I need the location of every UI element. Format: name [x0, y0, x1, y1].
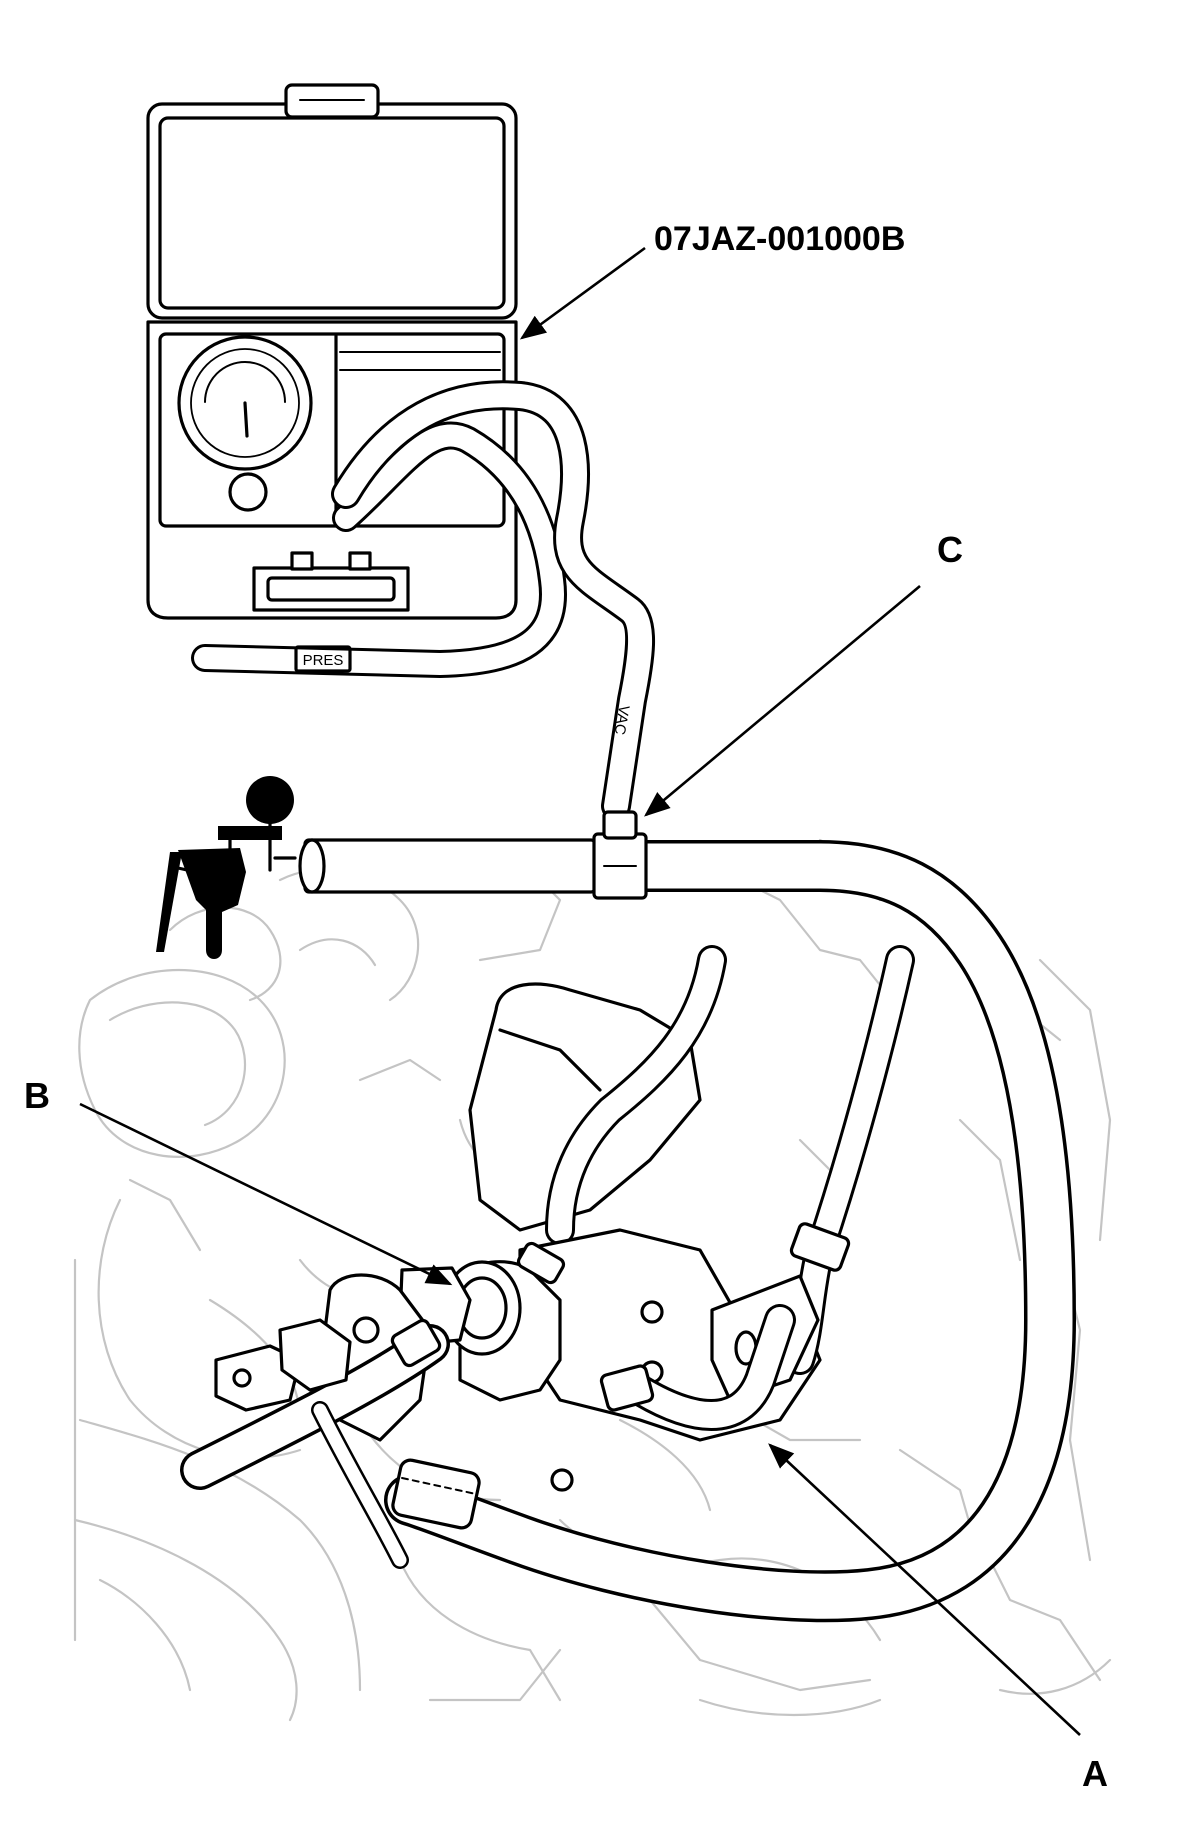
vacuum-pump-icon [156, 776, 297, 959]
pressure-tester-case [146, 83, 518, 620]
label-b: B [24, 1075, 50, 1116]
test-hose [298, 838, 1076, 1623]
vac-hose-tag: VAC [611, 704, 633, 736]
label-c: C [937, 529, 963, 570]
evap-canister-assembly [180, 945, 915, 1569]
tester-hoses: PRES VAC [191, 380, 655, 821]
label-a: A [1082, 1753, 1108, 1794]
callouts: 07JAZ-001000B C B A [24, 220, 1108, 1794]
pressure-gauge-icon [177, 335, 313, 471]
pres-hose-tag: PRES [303, 652, 344, 669]
t-fitting [592, 810, 648, 900]
tool-part-number-label: 07JAZ-001000B [654, 220, 905, 258]
